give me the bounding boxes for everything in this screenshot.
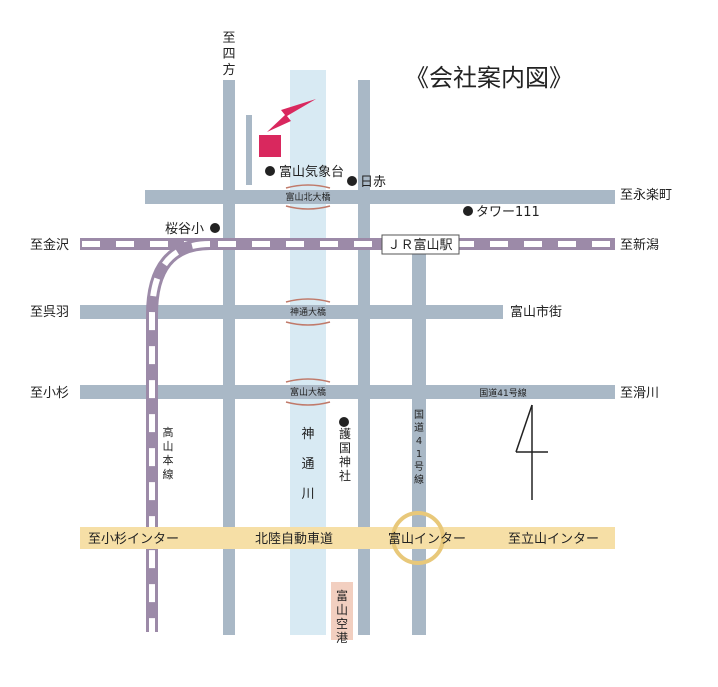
landmark-weather-station: 富山気象台 (279, 164, 344, 180)
road-small-north (246, 115, 252, 185)
river-label: 神通川 (301, 427, 314, 502)
dest-west-rail: 至金沢 (30, 237, 69, 253)
dest-north-label: 至四方 (222, 31, 235, 78)
dest-east-top: 至永楽町 (620, 187, 672, 203)
station-label: ＪＲ富山駅 (387, 237, 452, 253)
interchange-label: 富山インター (388, 531, 466, 547)
bridge-markers (285, 184, 331, 406)
station-box (381, 234, 460, 255)
company-arrow-icon (267, 99, 316, 132)
company-marker (259, 135, 281, 157)
dest-west-mid: 至呉羽 (30, 305, 69, 320)
school-dot (210, 223, 220, 233)
dest-east-low: 至滑川 (620, 386, 659, 401)
expressway-name-label: 北陸自動車道 (255, 531, 333, 547)
route41-label: 国道41号線 (479, 387, 526, 399)
tower-dot (463, 206, 473, 216)
road-route41-horizontal (80, 385, 615, 399)
map-title: 《会社案内図》 (405, 64, 573, 92)
shrine-dot (339, 417, 349, 427)
airport-label: 富山空港 (336, 588, 348, 645)
north-arrow-icon (515, 404, 548, 500)
weather-station-dot (265, 166, 275, 176)
road-kureha (80, 305, 503, 319)
rail-line-label: 高山本線 (163, 425, 174, 481)
landmark-school: 桜谷小 (165, 222, 204, 237)
bridge-north-label: 富山北大橋 (285, 191, 330, 203)
shrine-label: 護国神社 (339, 426, 351, 483)
interchange-ring (391, 511, 445, 565)
landmark-red-cross: 日赤 (360, 175, 386, 190)
street-label: 富山市街 (510, 304, 562, 320)
landmark-tower: タワー111 (476, 205, 540, 220)
rail-curve (146, 238, 211, 632)
rail-horizontal (80, 238, 615, 250)
road-center-vertical (358, 80, 370, 635)
red-cross-dot (347, 176, 357, 186)
river-jinzu (290, 70, 326, 635)
expressway-east-label: 至立山インター (508, 532, 599, 547)
bridge-middle-label: 神通大橋 (290, 306, 326, 318)
road-north-horizontal (145, 190, 615, 204)
airport-road (331, 582, 353, 640)
rail-curve-dash (149, 241, 211, 632)
expressway (80, 527, 615, 549)
bridge-south-label: 富山大橋 (290, 386, 326, 398)
dest-east-rail: 至新潟 (620, 237, 659, 253)
road-west-vertical (223, 80, 235, 635)
expressway-west-label: 至小杉インター (88, 532, 179, 547)
dest-west-low: 至小杉 (30, 386, 69, 401)
